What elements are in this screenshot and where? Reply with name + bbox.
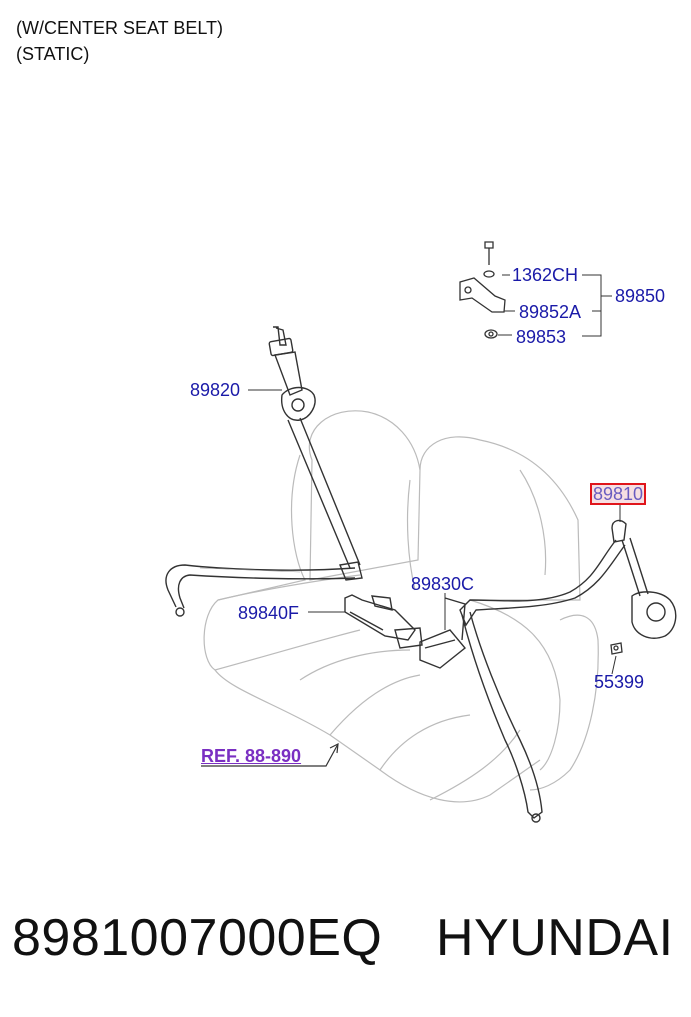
callout-89852a[interactable]: 89852A [519,302,582,322]
left-retractor-89820[interactable] [268,326,361,569]
callout-1362ch[interactable]: 1362CH [512,265,579,285]
anchor-bracket-89850[interactable] [459,241,506,339]
diagram-header-line1: (W/CENTER SEAT BELT) [16,18,224,38]
diagram-header-line2: (STATIC) [16,44,90,64]
buckle-89840f[interactable] [344,594,423,649]
center-buckle-89830c[interactable] [419,597,466,669]
reference-link[interactable]: REF. 88-890 [201,746,302,766]
right-retractor-89810[interactable] [459,519,677,823]
left-lap-strap [165,561,363,617]
rear-seat-outline [203,410,599,803]
callout-89850[interactable]: 89850 [615,286,666,306]
callout-89830c[interactable]: 89830C [411,574,475,594]
part-number: 8981007000EQ [12,909,383,967]
ref-arrow [201,742,339,767]
callout-89840f[interactable]: 89840F [238,603,300,623]
nut-55399[interactable] [610,642,623,655]
callout-89820[interactable]: 89820 [190,380,241,400]
callout-55399[interactable]: 55399 [594,672,645,692]
callout-89810[interactable]: 89810 [590,483,647,505]
leader-lines [248,274,621,675]
brand-name: HYUNDAI [436,909,674,967]
callout-89853[interactable]: 89853 [516,327,567,347]
